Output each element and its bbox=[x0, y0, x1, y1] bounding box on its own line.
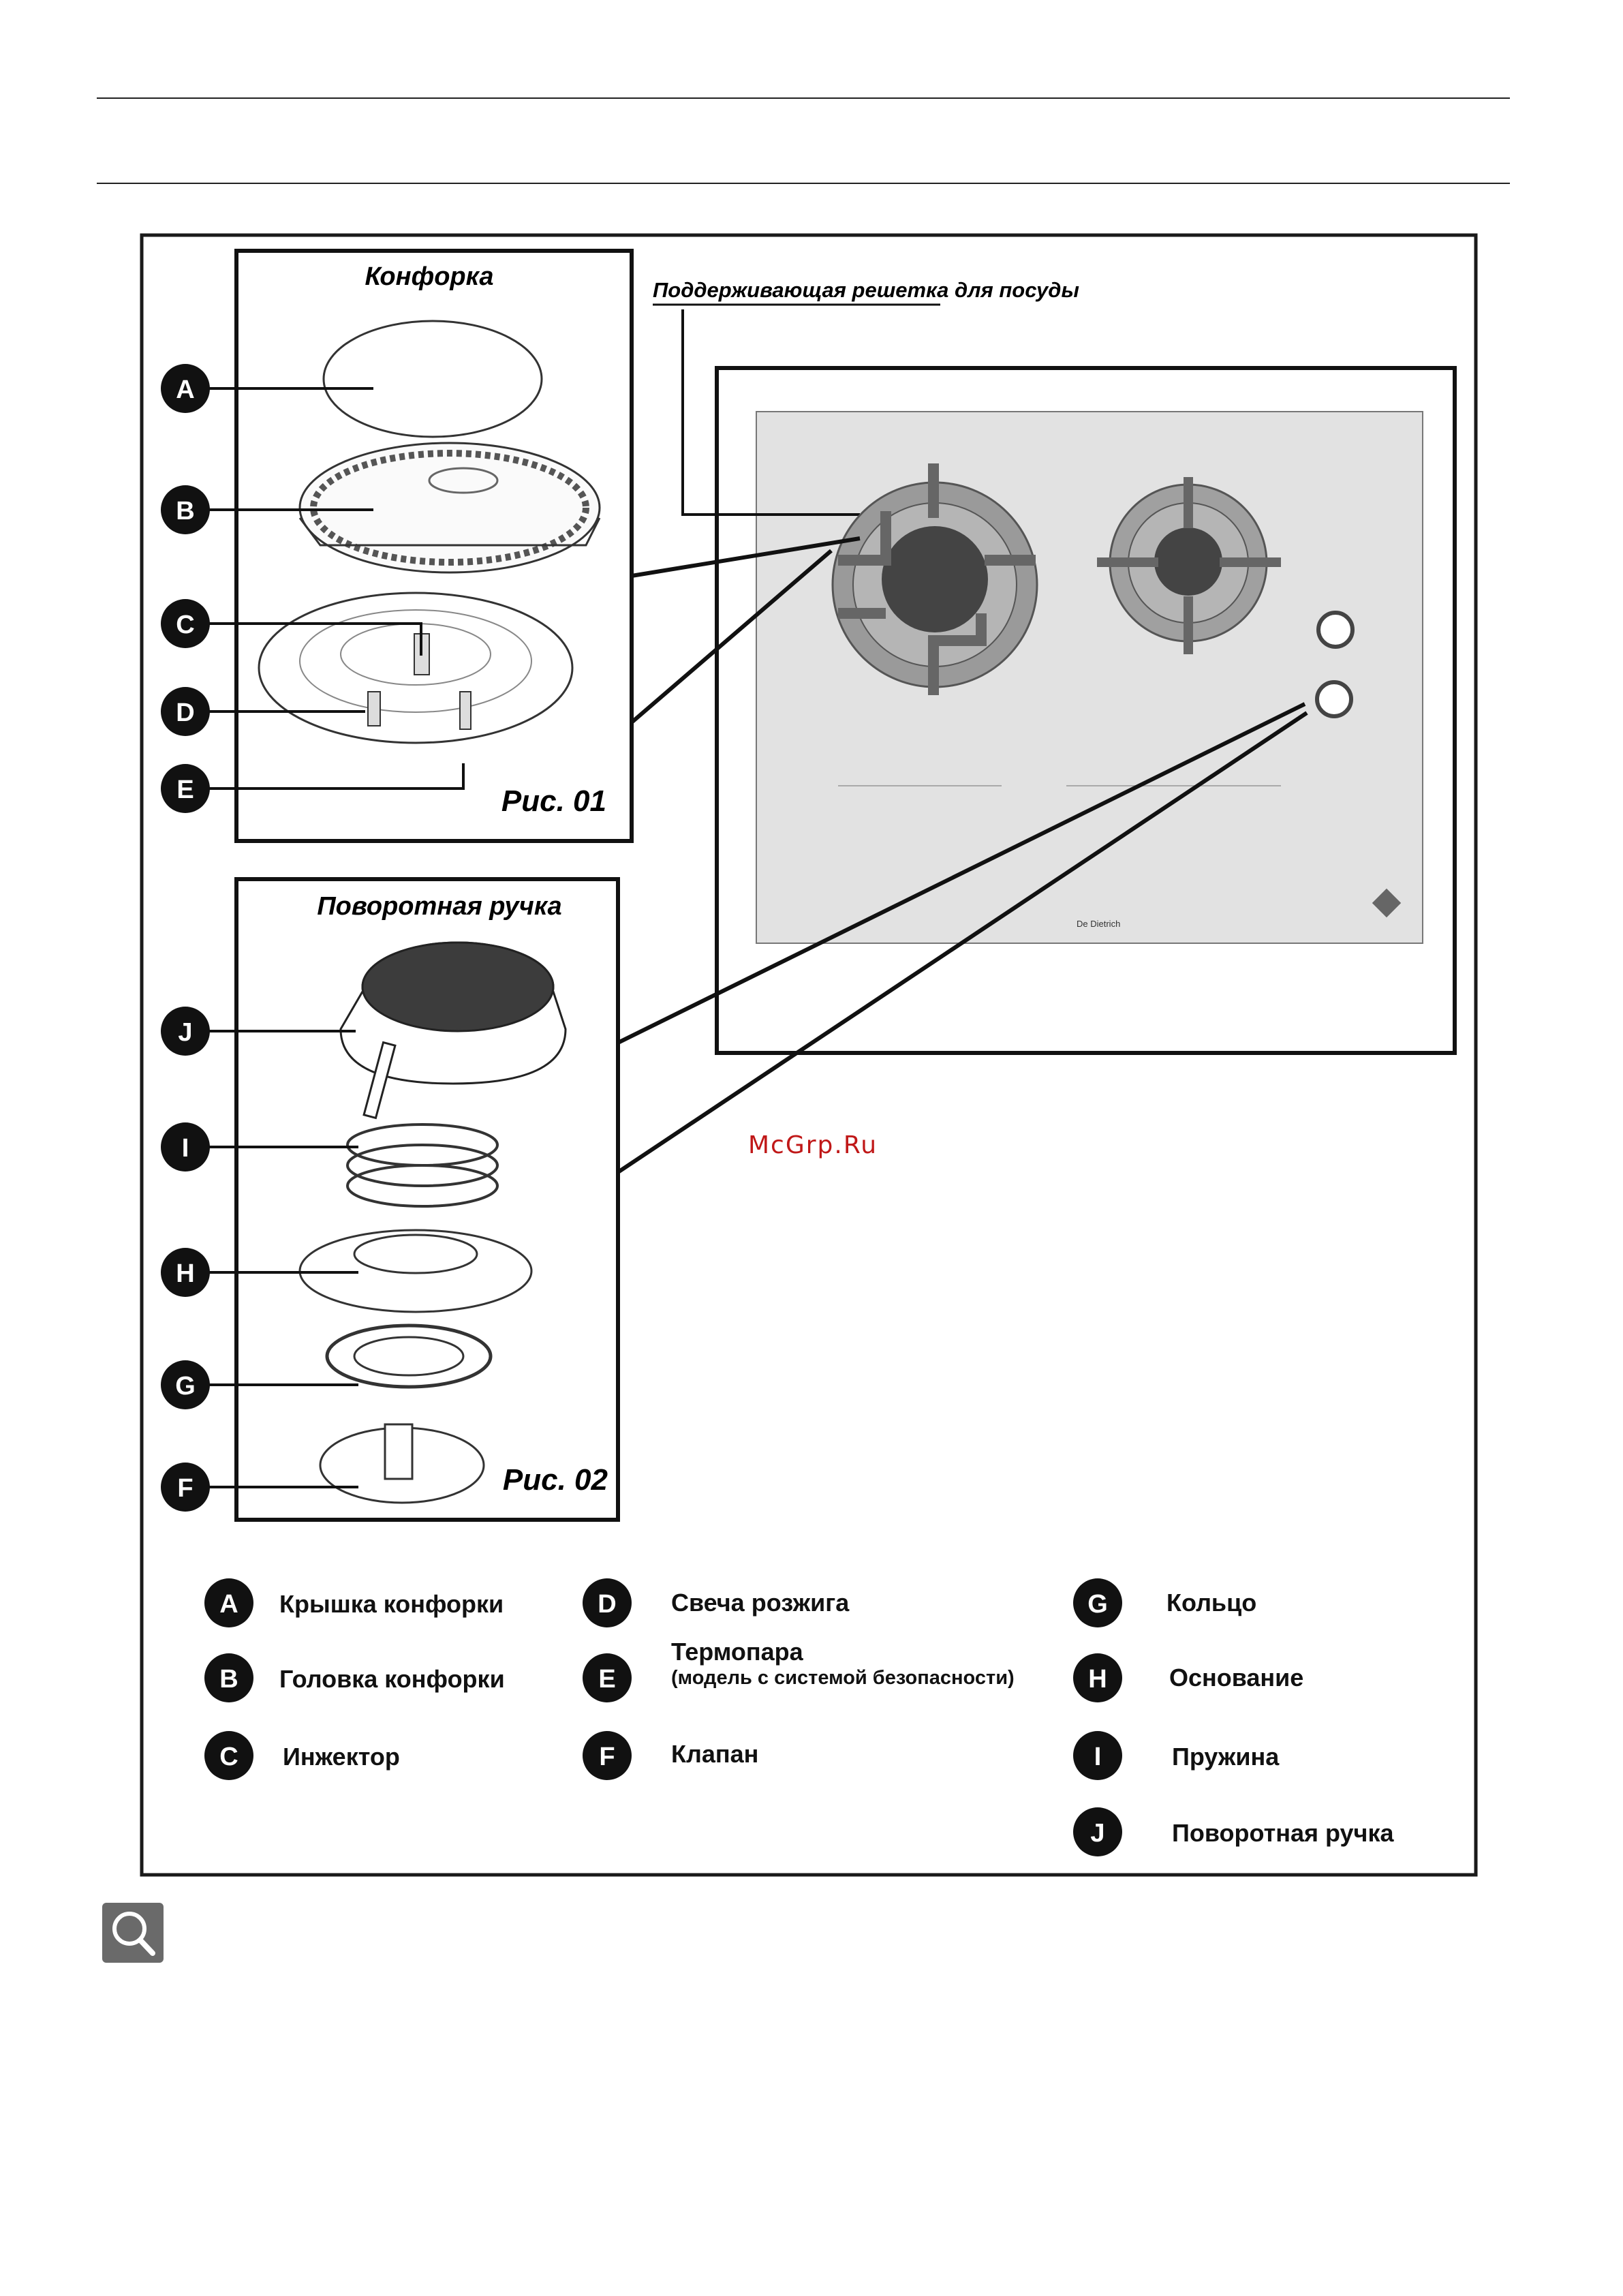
knob-ring bbox=[327, 1326, 491, 1387]
search-icon bbox=[102, 1903, 164, 1963]
legend-badge-c: C bbox=[204, 1731, 253, 1780]
legend-badge-f: F bbox=[583, 1731, 632, 1780]
svg-text:J: J bbox=[1090, 1819, 1104, 1848]
legend-text-i: Пружина bbox=[1172, 1742, 1279, 1771]
svg-text:J: J bbox=[178, 1018, 192, 1047]
svg-text:A: A bbox=[176, 376, 194, 404]
callout-h: H bbox=[161, 1248, 210, 1297]
burner-title: Конфорка bbox=[365, 262, 494, 291]
legend-text-j: Поворотная ручка bbox=[1172, 1818, 1393, 1848]
legend-text-e-sub: (модель с системой безопасности) bbox=[671, 1666, 1015, 1690]
svg-text:C: C bbox=[219, 1743, 238, 1771]
callout-c: C bbox=[161, 599, 210, 648]
callout-b: B bbox=[161, 485, 210, 534]
callout-d: D bbox=[161, 687, 210, 736]
callout-i: I bbox=[161, 1122, 210, 1172]
legend-text-e-main: Термопара bbox=[671, 1638, 803, 1666]
legend-badge-b: B bbox=[204, 1653, 253, 1702]
svg-text:H: H bbox=[176, 1259, 194, 1288]
legend-badge-i: I bbox=[1073, 1731, 1122, 1780]
legend-badge-a: A bbox=[204, 1578, 253, 1627]
legend-badge-j: J bbox=[1073, 1807, 1122, 1856]
legend-text-h: Основание bbox=[1169, 1663, 1303, 1692]
legend-text-a: Крышка конфорки bbox=[279, 1589, 504, 1619]
legend-text-b: Головка конфорки bbox=[279, 1664, 505, 1694]
burner-head bbox=[300, 443, 600, 572]
pan-support-title: Поддерживающая решетка для посуды bbox=[653, 278, 1079, 302]
legend-text-e: Термопара (модель с системой безопасност… bbox=[671, 1637, 1015, 1690]
fig1-label: Рис. 01 bbox=[501, 784, 606, 818]
legend-badge-d: D bbox=[583, 1578, 632, 1627]
svg-text:C: C bbox=[176, 611, 194, 639]
svg-text:D: D bbox=[176, 699, 194, 727]
svg-text:A: A bbox=[219, 1590, 238, 1619]
svg-text:F: F bbox=[177, 1474, 193, 1503]
hob-knob-1 bbox=[1318, 613, 1352, 647]
hob-brand: De Dietrich bbox=[1077, 919, 1120, 929]
callout-j: J bbox=[161, 1007, 210, 1056]
legend-text-d: Свеча розжига bbox=[671, 1588, 849, 1617]
legend-badge-g: G bbox=[1073, 1578, 1122, 1627]
legend-text-f: Клапан bbox=[671, 1739, 758, 1769]
callout-a: A bbox=[161, 364, 210, 413]
svg-text:G: G bbox=[175, 1372, 196, 1400]
svg-text:I: I bbox=[182, 1134, 189, 1163]
svg-text:E: E bbox=[176, 776, 194, 804]
fig2-label: Рис. 02 bbox=[503, 1463, 608, 1497]
hob-glass bbox=[756, 412, 1423, 943]
legend-text-g: Кольцо bbox=[1166, 1588, 1256, 1617]
svg-text:E: E bbox=[598, 1665, 615, 1694]
legend-badge-e: E bbox=[583, 1653, 632, 1702]
callout-g: G bbox=[161, 1360, 210, 1409]
hob-knob-2 bbox=[1317, 682, 1351, 716]
callout-f: F bbox=[161, 1463, 210, 1512]
svg-text:D: D bbox=[598, 1590, 616, 1619]
legend-badge-h: H bbox=[1073, 1653, 1122, 1702]
svg-text:B: B bbox=[176, 497, 194, 525]
watermark: McGrp.Ru bbox=[748, 1131, 878, 1159]
svg-text:G: G bbox=[1087, 1590, 1108, 1619]
callout-e: E bbox=[161, 764, 210, 813]
svg-text:B: B bbox=[219, 1665, 238, 1694]
knob-title: Поворотная ручка bbox=[317, 892, 561, 921]
legend-text-c: Инжектор bbox=[283, 1742, 400, 1771]
svg-text:F: F bbox=[599, 1743, 615, 1771]
svg-text:I: I bbox=[1094, 1743, 1102, 1771]
svg-text:H: H bbox=[1088, 1665, 1107, 1694]
burner-cap bbox=[324, 321, 542, 437]
